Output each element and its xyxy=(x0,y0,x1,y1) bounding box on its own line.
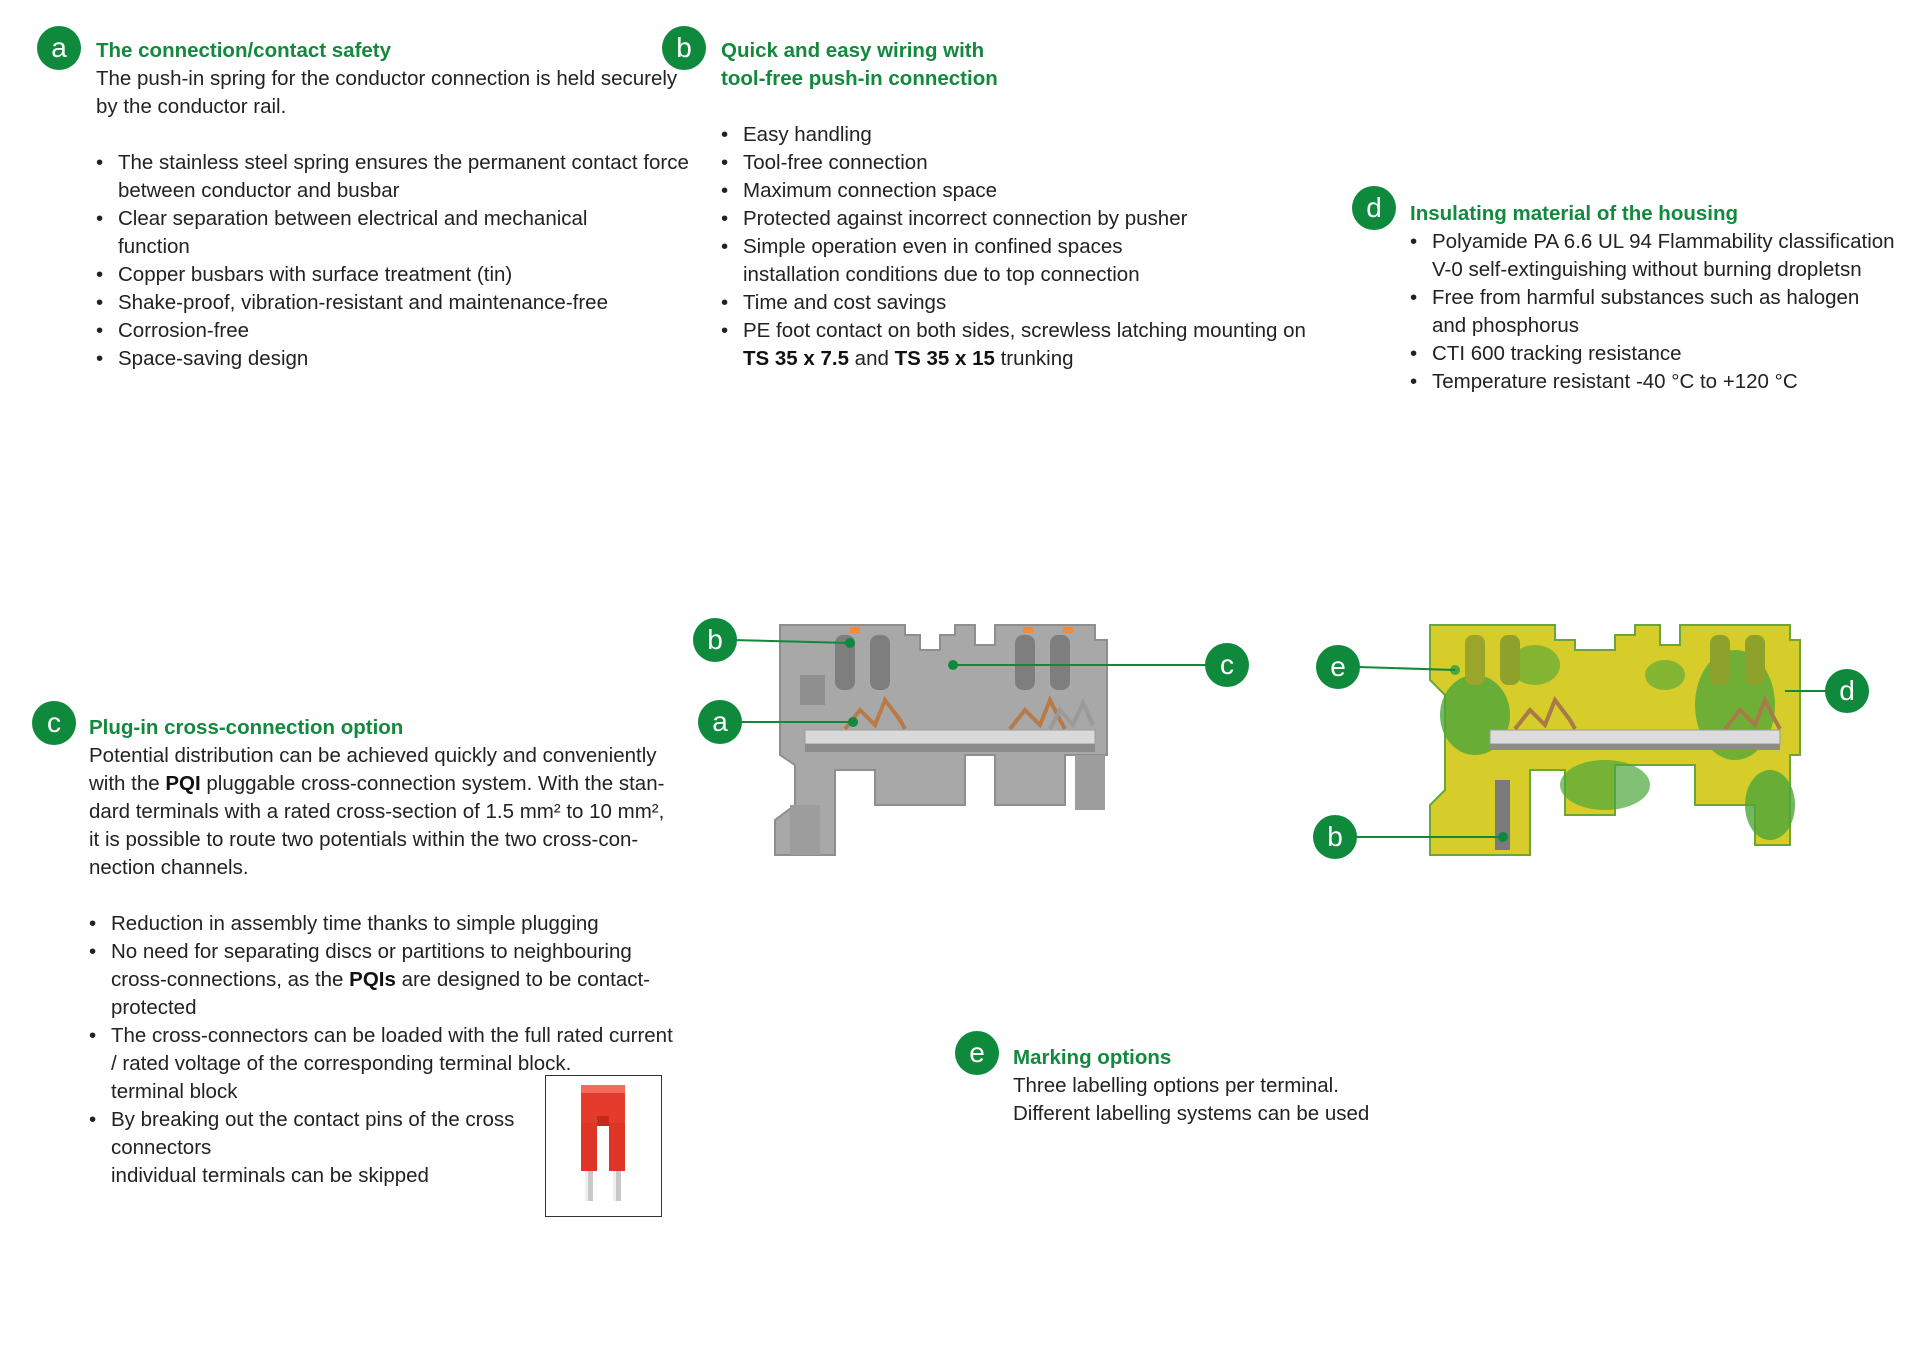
list-item: Easy handling xyxy=(721,121,1341,149)
section-e-heading: Marking options xyxy=(1013,1046,1172,1069)
section-a-heading: The connection/contact safety xyxy=(96,39,392,62)
callout-a: a xyxy=(698,700,742,744)
list-item: Maximum connection space xyxy=(721,177,1341,205)
list-item: Protected against incorrect connection b… xyxy=(721,205,1341,233)
list-item: Copper busbars with surface treatment (t… xyxy=(96,261,696,289)
callout-b: b xyxy=(693,618,737,662)
list-item: Temperature resistant -40 °C to +120 °C xyxy=(1410,368,1910,396)
badge-e: e xyxy=(955,1031,999,1075)
section-a: The connection/contact safety The push-i… xyxy=(96,37,696,373)
section-c-heading: Plug-in cross-connection option xyxy=(89,716,404,739)
list-item: The cross-connectors can be loaded with … xyxy=(89,1022,699,1106)
list-item: Polyamide PA 6.6 UL 94 Flammability clas… xyxy=(1410,228,1910,284)
list-item: Shake-proof, vibration-resistant and mai… xyxy=(96,289,696,317)
list-item: PE foot contact on both sides, screwless… xyxy=(721,317,1341,373)
list-item: CTI 600 tracking resistance xyxy=(1410,340,1910,368)
section-c-intro-line: nection channels. xyxy=(89,856,249,879)
section-b-list: Easy handling Tool-free connection Maxim… xyxy=(721,121,1341,373)
badge-b: b xyxy=(662,26,706,70)
section-c: Plug-in cross-connection option Potentia… xyxy=(89,714,699,1190)
list-item: Clear separation between electrical and … xyxy=(96,205,696,261)
section-a-intro-line: by the conductor rail. xyxy=(96,95,287,118)
pe-terminal-figure: e b d xyxy=(1313,605,1875,865)
callout-b: b xyxy=(1313,815,1357,859)
section-b-heading: Quick and easy wiring with xyxy=(721,39,985,62)
callout-d: d xyxy=(1825,669,1869,713)
section-d-list: Polyamide PA 6.6 UL 94 Flammability clas… xyxy=(1410,228,1910,396)
badge-d: d xyxy=(1352,186,1396,230)
section-e: Marking options Three labelling options … xyxy=(1013,1044,1513,1128)
section-b-heading: tool-free push-in connection xyxy=(721,67,998,90)
section-e-line: Three labelling options per terminal. xyxy=(1013,1074,1339,1097)
section-d-heading: Insulating material of the housing xyxy=(1410,202,1739,225)
section-a-list: The stainless steel spring ensures the p… xyxy=(96,149,696,373)
section-b: Quick and easy wiring with tool-free pus… xyxy=(721,37,1341,373)
section-c-intro-line: dard terminals with a rated cross-sectio… xyxy=(89,800,665,823)
callout-c: c xyxy=(1205,643,1249,687)
list-item: Space-saving design xyxy=(96,345,696,373)
list-item: The stainless steel spring ensures the p… xyxy=(96,149,696,205)
callout-e: e xyxy=(1316,645,1360,689)
badge-c: c xyxy=(32,701,76,745)
list-item: Corrosion-free xyxy=(96,317,696,345)
badge-a: a xyxy=(37,26,81,70)
list-item: Reduction in assembly time thanks to sim… xyxy=(89,910,699,938)
list-item: Time and cost savings xyxy=(721,289,1341,317)
list-item: Tool-free connection xyxy=(721,149,1341,177)
list-item: By breaking out the contact pins of the … xyxy=(89,1106,699,1190)
list-item: No need for separating discs or partitio… xyxy=(89,938,699,1022)
section-c-intro-line: with the PQI pluggable cross-connection … xyxy=(89,772,665,795)
section-e-line: Different labelling systems can be used xyxy=(1013,1102,1370,1125)
section-d: Insulating material of the housing Polya… xyxy=(1410,200,1910,396)
cross-connector-illustration xyxy=(581,1085,625,1201)
section-a-intro-line: The push-in spring for the conductor con… xyxy=(96,67,678,90)
cross-connector-image xyxy=(545,1075,662,1217)
section-c-list: Reduction in assembly time thanks to sim… xyxy=(89,910,699,1190)
grey-terminal-figure: b a c xyxy=(693,605,1250,865)
list-item: Simple operation even in confined spaces… xyxy=(721,233,1341,289)
pe-terminal-illustration xyxy=(1355,624,1843,856)
grey-terminal-illustration xyxy=(731,624,1207,856)
list-item: Free from harmful substances such as hal… xyxy=(1410,284,1910,340)
section-c-intro-line: Potential distribution can be achieved q… xyxy=(89,744,657,767)
section-c-intro-line: it is possible to route two potentials w… xyxy=(89,828,639,851)
